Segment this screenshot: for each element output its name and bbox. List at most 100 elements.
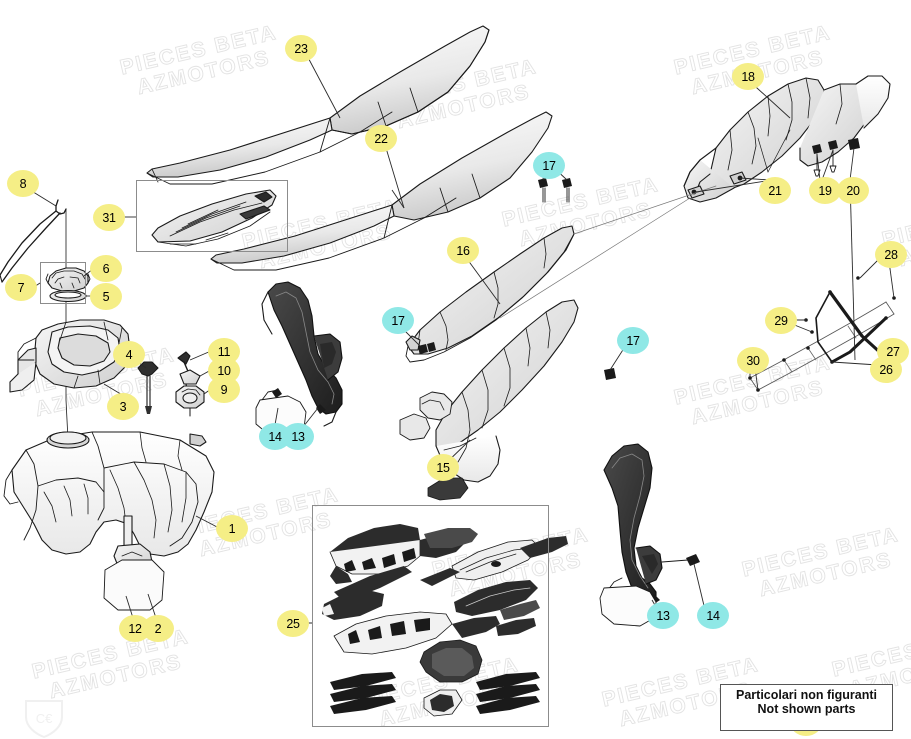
callout-13: 13 [282, 423, 314, 450]
callout-15: 15 [427, 454, 459, 481]
callout-label: 14 [706, 608, 720, 623]
inset-frame-graphics-kit [312, 505, 549, 727]
beta-shield-logo: C€ [25, 700, 63, 739]
callout-30: 30 [737, 347, 769, 374]
callout-label: 28 [884, 247, 898, 262]
part-airbox-3 [9, 319, 131, 393]
watermark-line-2: AZMOTORS [516, 197, 655, 251]
callout-label: 13 [291, 429, 305, 444]
watermark-line-2: AZMOTORS [134, 45, 273, 99]
part-brace-13-14-left [255, 281, 343, 437]
callout-label: 12 [128, 621, 142, 636]
not-shown-parts-legend: Particolari non figuranti Not shown part… [720, 684, 893, 731]
part-fastener-17-group [418, 178, 616, 380]
inset-frame-tank-cap [40, 262, 86, 304]
callout-label: 10 [217, 363, 231, 378]
part-fuel-pump-2 [103, 515, 165, 611]
inset-frame-seat-cover [136, 180, 288, 252]
callout-20: 20 [837, 177, 869, 204]
watermark-line-2: AZMOTORS [394, 79, 533, 133]
legend-line-italian: Particolari non figuranti [736, 688, 877, 702]
callout-label: 22 [374, 131, 388, 146]
part-seat-23 [146, 25, 490, 185]
part-screw-4 [137, 361, 159, 414]
callout-25: 25 [277, 610, 309, 637]
callout-label: 3 [119, 399, 127, 414]
callout-label: 23 [294, 41, 308, 56]
watermark-line-2: AZMOTORS [756, 547, 895, 601]
callout-17: 17 [382, 307, 414, 334]
callout-31: 31 [93, 204, 125, 231]
callout-label: 9 [220, 382, 228, 397]
watermark-line-2: AZMOTORS [688, 375, 827, 429]
callout-label: 18 [741, 69, 755, 84]
part-side-panel-16 [405, 225, 575, 363]
watermark-line-1: PIECES BETA [829, 622, 911, 682]
callout-label: 30 [746, 353, 760, 368]
callout-7: 7 [5, 274, 37, 301]
callout-label: 16 [456, 243, 470, 258]
svg-text:C€: C€ [36, 711, 53, 726]
callout-14: 14 [697, 602, 729, 629]
callout-label: 21 [768, 183, 782, 198]
callout-label: 7 [17, 280, 25, 295]
part-fuel-tank-1 [3, 431, 215, 557]
callout-26: 26 [870, 356, 902, 383]
callout-label: 13 [656, 608, 670, 623]
callout-6: 6 [90, 255, 122, 282]
callout-label: 8 [19, 176, 27, 191]
callout-label: 29 [774, 313, 788, 328]
callout-label: 5 [102, 289, 110, 304]
callout-label: 20 [846, 183, 860, 198]
callout-17: 17 [533, 152, 565, 179]
callout-label: 17 [626, 333, 640, 348]
callout-13: 13 [647, 602, 679, 629]
callout-label: 17 [542, 158, 556, 173]
callout-8: 8 [7, 170, 39, 197]
callout-3: 3 [107, 393, 139, 420]
watermark-line-1: PIECES BETA [739, 522, 902, 582]
callout-label: 15 [436, 460, 450, 475]
watermark-line-1: PIECES BETA [117, 20, 280, 80]
callout-label: 31 [102, 210, 116, 225]
callout-label: 11 [217, 344, 231, 359]
callout-29: 29 [765, 307, 797, 334]
callout-23: 23 [285, 35, 317, 62]
callout-5: 5 [90, 283, 122, 310]
watermark-line-1: PIECES BETA [15, 342, 178, 402]
part-petcock-10 [179, 369, 201, 395]
callout-label: 19 [818, 183, 832, 198]
part-fuel-tap-9 [175, 385, 205, 417]
watermark-line-1: PIECES BETA [499, 172, 662, 232]
callout-19: 19 [809, 177, 841, 204]
watermark-line-2: AZMOTORS [32, 367, 171, 421]
callout-label: 4 [125, 347, 133, 362]
part-rear-fender-15 [399, 299, 579, 483]
callout-9: 9 [208, 376, 240, 403]
callout-label: 14 [268, 429, 282, 444]
callout-18: 18 [732, 63, 764, 90]
callout-label: 26 [879, 362, 893, 377]
callout-17: 17 [617, 327, 649, 354]
legend-line-english: Not shown parts [757, 702, 856, 716]
callout-label: 6 [102, 261, 110, 276]
part-petcock-11 [177, 351, 191, 377]
callout-label: 2 [154, 621, 162, 636]
callout-16: 16 [447, 237, 479, 264]
callout-label: 17 [391, 313, 405, 328]
callout-label: 25 [286, 616, 300, 631]
watermark-line-1: PIECES BETA [377, 54, 540, 114]
part-breather-hose-8 [0, 199, 69, 441]
part-brace-13-14-right [599, 443, 700, 627]
callout-label: 1 [228, 521, 236, 536]
callout-28: 28 [875, 241, 907, 268]
callout-4: 4 [113, 341, 145, 368]
